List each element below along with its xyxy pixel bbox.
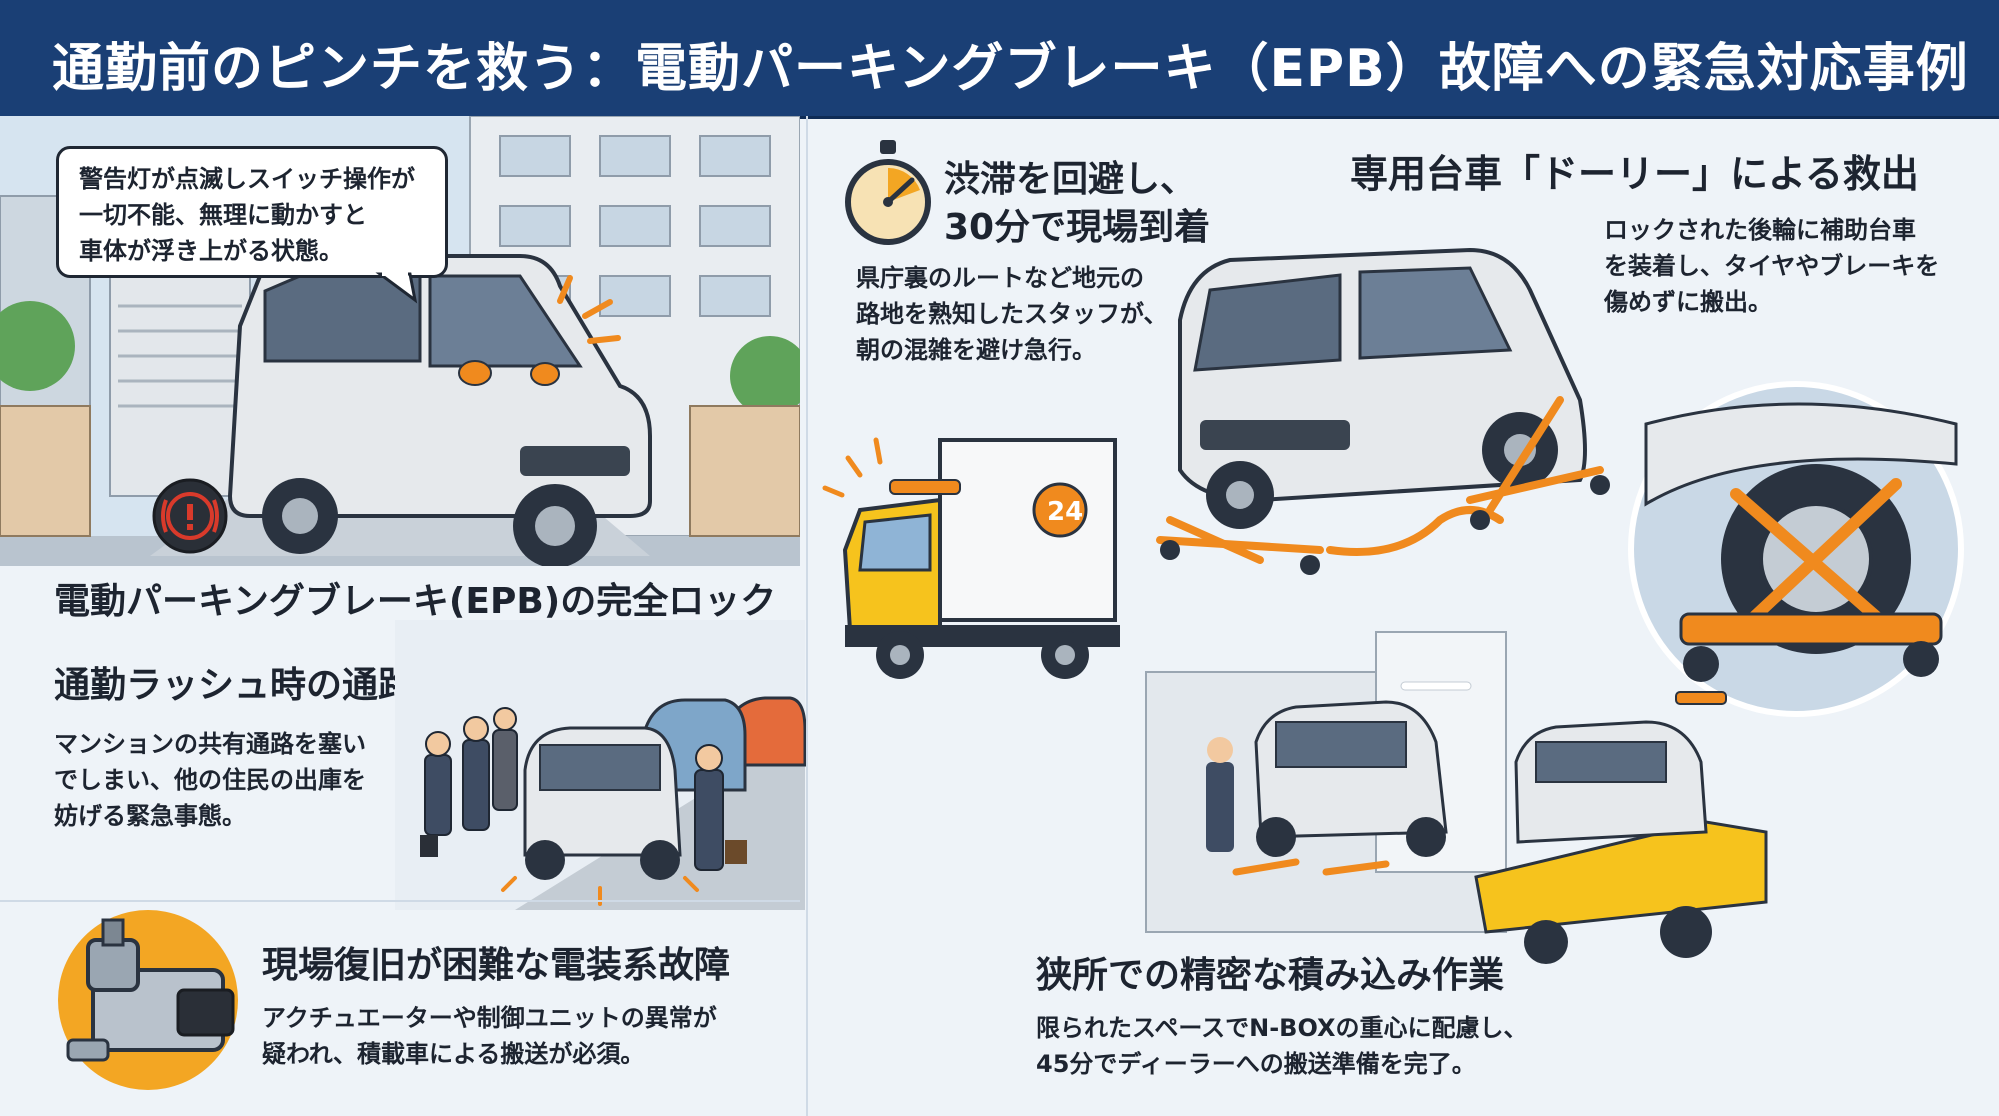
callout-line: 一切不能、無理に動かすと (79, 201, 367, 229)
epb-lock-heading: 電動パーキングブレーキ(EPB)の完全ロック (54, 581, 777, 622)
arrival-heading: 渋滞を回避し、 30分で現場到着 (944, 156, 1210, 252)
loading-text: 限られたスペースでN-BOXの重心に配慮し、 45分でディーラーへの搬送準備を完… (1036, 1010, 1528, 1082)
page-title: 通勤前のピンチを救う：電動パーキングブレーキ（EPB）故障への緊急対応事例 (52, 39, 1969, 99)
arrival-line: 朝の混雑を避け急行。 (856, 336, 1096, 364)
loading-heading: 狭所での精密な積み込み作業 (1036, 955, 1505, 996)
rush-line: 妨げる緊急事態。 (54, 802, 246, 830)
callout-line: 警告灯が点滅しスイッチ操作が (79, 165, 415, 193)
arrival-line: 路地を熟知したスタッフが、 (856, 300, 1168, 328)
dolly-text: ロックされた後輪に補助台車 を装着し、タイヤやブレーキを 傷めずに搬出。 (1604, 212, 1939, 320)
wheel-dolly-closeup (1628, 381, 1964, 717)
callout-tail (375, 271, 418, 304)
arrival-heading-line: 30分で現場到着 (944, 207, 1211, 248)
rush-hour-text: マンションの共有通路を塞い でしまい、他の住民の出庫を 妨げる緊急事態。 (54, 726, 366, 834)
left-divider (0, 900, 800, 902)
loading-line: 限られたスペースでN-BOXの重心に配慮し、 (1036, 1014, 1528, 1042)
truck-24-badge: 24 (1047, 497, 1083, 527)
arrival-line: 県庁裏のルートなど地元の (856, 264, 1144, 292)
warning-callout: 警告灯が点滅しスイッチ操作が 一切不能、無理に動かすと 車体が浮き上がる状態。 (56, 146, 448, 278)
stopwatch-icon (845, 140, 931, 245)
blocked-residents-illustration (395, 620, 807, 910)
electrical-fault-heading: 現場復旧が困難な電装系故障 (262, 945, 731, 986)
loading-line: 45分でディーラーへの搬送準備を完了。 (1036, 1050, 1476, 1078)
epb-warning-icon (152, 478, 228, 554)
callout-line: 車体が浮き上がる状態。 (79, 237, 343, 265)
loading-scene-illustration (1145, 631, 1768, 964)
dolly-line: を装着し、タイヤやブレーキを (1604, 252, 1940, 280)
header-banner: 通勤前のピンチを救う：電動パーキングブレーキ（EPB）故障への緊急対応事例 (0, 0, 1999, 119)
rush-line: でしまい、他の住民の出庫を (54, 766, 366, 794)
fault-line: アクチュエーターや制御ユニットの異常が (262, 1004, 717, 1032)
column-divider (806, 116, 808, 1116)
rush-line: マンションの共有通路を塞い (54, 730, 366, 758)
kei-car-illustration (227, 254, 652, 566)
electrical-fault-text: アクチュエーターや制御ユニットの異常が 疑われ、積載車による搬送が必須。 (262, 1000, 717, 1072)
arrival-text: 県庁裏のルートなど地元の 路地を熟知したスタッフが、 朝の混雑を避け急行。 (856, 260, 1168, 368)
actuator-illustration (58, 910, 238, 1090)
dolly-heading: 専用台車「ドーリー」による救出 (1350, 152, 1919, 196)
arrival-heading-line: 渋滞を回避し、 (944, 159, 1197, 200)
fault-line: 疑われ、積載車による搬送が必須。 (262, 1040, 645, 1068)
dolly-line: 傷めずに搬出。 (1604, 288, 1772, 316)
dolly-line: ロックされた後輪に補助台車 (1604, 216, 1916, 244)
car-on-dolly-illustration (1156, 247, 1610, 575)
service-truck-illustration: 24 (822, 437, 1120, 679)
